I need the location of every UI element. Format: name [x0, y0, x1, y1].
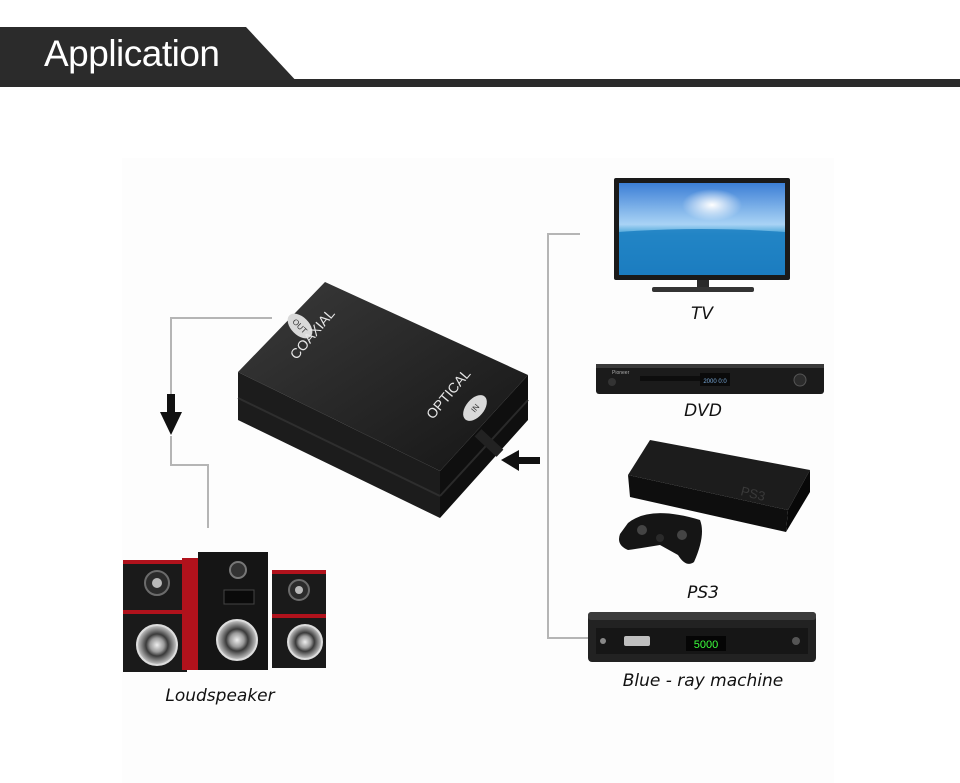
page-title: Application	[44, 33, 220, 74]
header-rule	[0, 79, 960, 87]
connection-lines	[170, 233, 594, 639]
converter-device: OUT COAXIAL OPTICAL IN	[237, 282, 529, 518]
controller-image	[619, 513, 702, 564]
dvd-display: 2000 0:0	[703, 379, 727, 385]
source-bus-line	[547, 233, 594, 639]
dvd-player-image: 2000 0:0 Pioneer	[596, 364, 824, 394]
left-arrow-icon	[501, 450, 540, 471]
header-tab	[0, 27, 300, 85]
loudspeaker-image	[123, 552, 326, 672]
down-arrow-icon	[160, 394, 182, 435]
blu-ray-machine-image: 5000	[588, 612, 816, 662]
loudspeaker-label: Loudspeaker	[165, 686, 275, 706]
dvd-label: DVD	[684, 401, 722, 421]
output-line-upper	[170, 317, 272, 394]
in-port	[463, 395, 487, 421]
ps3-console-image: PS3	[628, 440, 810, 532]
output-line-lower	[170, 436, 209, 528]
tv-label: TV	[691, 304, 714, 324]
section-header: Application	[0, 0, 960, 90]
dvd-brand: Pioneer	[612, 370, 630, 376]
ps3-logo: PS3	[739, 483, 766, 504]
ps3-label: PS3	[687, 583, 719, 603]
blu-ray-label: Blue - ray machine	[623, 671, 784, 691]
tv-image	[614, 178, 790, 292]
out-port	[287, 313, 313, 339]
receiver-display: 5000	[694, 639, 718, 651]
